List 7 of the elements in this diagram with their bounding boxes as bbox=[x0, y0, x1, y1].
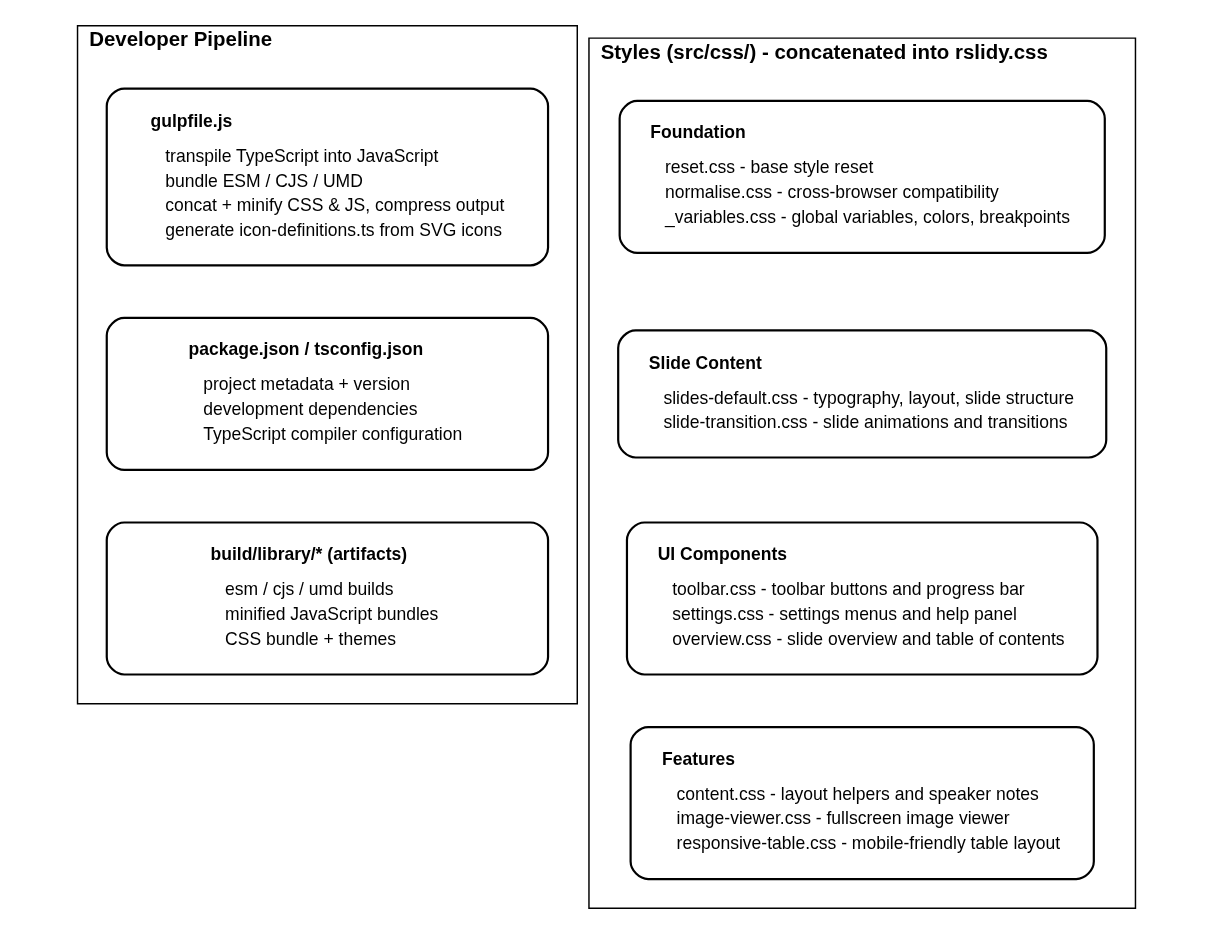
node-box: gulpfile.js transpile TypeScript into JavaScript bundle ESM / CJS / UMD concat + minify CSS & JS, compress output generate icon-definitions.ts from SVG icons bbox=[105, 87, 550, 267]
node-box: package.json / tsconfig.json project metadata + version development dependencies TypeScript compiler configuration bbox=[105, 316, 550, 471]
node-box: build/library/* (artifacts) esm / cjs / umd builds minified JavaScript bundles CSS bundle + themes bbox=[105, 521, 550, 676]
node-box: Slide Content slides-default.css - typography, layout, slide structure slide-transition.css - slide animations and transitions bbox=[617, 329, 1108, 459]
node-box: Features content.css - layout helpers and speaker notes image-viewer.css - fullscreen image viewer responsive-table.css - mobile-friendly table layout bbox=[629, 726, 1095, 881]
node-box: Foundation reset.css - base style reset normalise.css - cross-browser compatibility _variables.css - global variables, colors, breakpoints bbox=[618, 99, 1106, 255]
node-box: UI Components toolbar.css - toolbar buttons and progress bar settings.css - settings menus and help panel overview.css - slide overview and table of contents bbox=[625, 521, 1099, 676]
